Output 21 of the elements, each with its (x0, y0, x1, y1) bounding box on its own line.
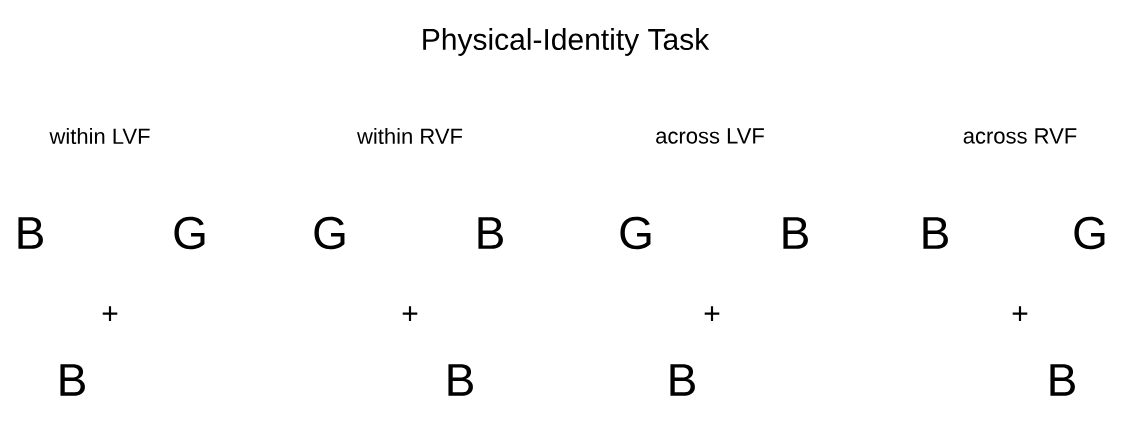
stimulus-letter: G (620, 216, 651, 250)
stimulus-letter: B (783, 217, 808, 249)
stimulus-letter: B (478, 217, 503, 249)
fixation-cross: + (402, 306, 418, 321)
fixation-cross: + (704, 306, 720, 321)
stimulus-letter: B (60, 364, 85, 396)
fixation-cross: + (102, 306, 118, 321)
condition-label: across RVF (963, 128, 1077, 144)
stimulus-letter: B (670, 364, 695, 396)
condition-label: within LVF (49, 127, 150, 145)
stimulus-letter: B (1050, 364, 1075, 396)
title: Physical-Identity Task (423, 28, 710, 56)
stimulus-letter: G (1074, 216, 1105, 250)
stimulus-letter: B (923, 217, 948, 249)
condition-label: within RVF (357, 127, 463, 145)
stimulus-letter: G (174, 216, 205, 250)
stimulus-letter: B (448, 364, 473, 396)
stimulus-letter: G (314, 216, 345, 250)
condition-label: across LVF (656, 128, 764, 144)
fixation-cross: + (1012, 306, 1028, 321)
stimulus-letter: B (18, 217, 43, 249)
